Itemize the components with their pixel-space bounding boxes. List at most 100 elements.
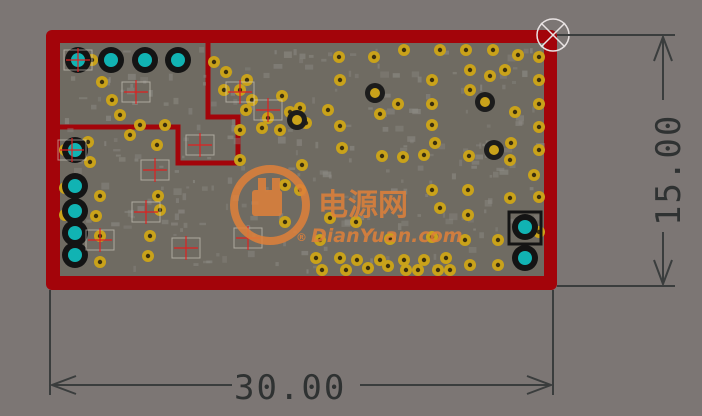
via-hole — [507, 195, 513, 201]
silk-mark — [132, 101, 138, 105]
via-hole — [467, 67, 473, 73]
silk-mark — [124, 210, 133, 214]
silk-mark — [211, 101, 217, 107]
width-dimension[interactable] — [49, 290, 554, 395]
silk-mark — [468, 247, 477, 253]
watermark-chinese: 电源网 — [318, 188, 408, 223]
silk-mark — [148, 90, 153, 97]
silk-mark — [274, 50, 277, 55]
silk-mark — [278, 213, 284, 220]
silk-mark — [299, 53, 306, 60]
silk-mark — [283, 241, 286, 247]
through-hole-pad — [68, 204, 82, 218]
large-via-ring — [489, 145, 499, 155]
via-hole — [277, 127, 283, 133]
via-hole — [536, 194, 542, 200]
silk-mark — [484, 199, 492, 207]
silk-mark — [377, 63, 380, 69]
via-hole — [429, 101, 435, 107]
silk-mark — [70, 76, 76, 81]
silk-mark — [386, 256, 390, 262]
via-hole — [435, 267, 441, 273]
silk-mark — [201, 186, 208, 191]
silk-mark — [295, 150, 298, 156]
silk-mark — [247, 250, 255, 258]
silk-mark — [343, 195, 349, 199]
silk-mark — [227, 135, 234, 140]
silk-mark — [392, 73, 400, 78]
silk-mark — [273, 63, 283, 69]
silk-mark — [327, 52, 333, 57]
silk-mark — [484, 209, 487, 214]
through-hole-pad — [518, 220, 532, 234]
via-hole — [337, 123, 343, 129]
silk-mark — [380, 71, 390, 78]
silk-mark — [264, 187, 269, 192]
via-hole — [313, 255, 319, 261]
via-hole — [536, 54, 542, 60]
via-hole — [249, 97, 255, 103]
silk-mark — [140, 77, 148, 83]
silk-mark — [511, 80, 517, 84]
via-hole — [127, 132, 133, 138]
silk-mark — [296, 139, 302, 146]
silk-mark — [250, 215, 258, 221]
silk-mark — [199, 47, 205, 53]
silk-mark — [192, 179, 195, 184]
silk-mark — [352, 195, 356, 200]
height-dimension[interactable] — [557, 34, 675, 287]
via-hole — [365, 265, 371, 271]
silk-mark — [178, 209, 185, 214]
silk-mark — [515, 115, 525, 121]
via-hole — [515, 52, 521, 58]
silk-mark — [231, 119, 235, 126]
via-hole — [87, 159, 93, 165]
pcb-board[interactable] — [46, 30, 557, 290]
via-hole — [465, 212, 471, 218]
silk-mark — [323, 246, 328, 251]
silk-mark — [293, 49, 297, 56]
via-hole — [339, 145, 345, 151]
silk-mark — [207, 156, 212, 160]
silk-mark — [173, 188, 182, 196]
through-hole-pad — [171, 53, 185, 67]
silk-mark — [91, 104, 97, 110]
silk-mark — [134, 158, 139, 162]
via-hole — [395, 101, 401, 107]
silk-mark — [315, 141, 319, 149]
via-hole — [145, 253, 151, 259]
silk-mark — [183, 222, 188, 228]
silk-mark — [182, 155, 185, 159]
via-hole — [447, 267, 453, 273]
silk-mark — [385, 169, 390, 173]
silk-mark — [451, 173, 456, 180]
via-hole — [354, 257, 360, 263]
silk-mark — [174, 170, 180, 173]
via-hole — [279, 93, 285, 99]
via-hole — [162, 122, 168, 128]
via-hole — [467, 87, 473, 93]
silk-mark — [86, 219, 92, 223]
silk-mark — [244, 67, 251, 71]
silk-mark — [529, 187, 534, 191]
silk-mark — [344, 124, 352, 128]
silk-mark — [134, 154, 142, 159]
via-hole — [432, 140, 438, 146]
silk-mark — [322, 171, 332, 178]
silk-mark — [429, 180, 433, 184]
silk-mark — [348, 70, 352, 77]
silk-mark — [313, 265, 318, 269]
via-hole — [221, 87, 227, 93]
via-hole — [487, 73, 493, 79]
silk-mark — [354, 73, 359, 79]
silk-mark — [486, 124, 491, 128]
through-hole-pad — [68, 179, 82, 193]
silk-mark — [113, 149, 121, 152]
via-hole — [109, 97, 115, 103]
silk-mark — [288, 167, 296, 170]
via-hole — [244, 77, 250, 83]
silk-mark — [489, 174, 493, 178]
silk-mark — [407, 136, 416, 142]
silk-mark — [108, 77, 111, 83]
